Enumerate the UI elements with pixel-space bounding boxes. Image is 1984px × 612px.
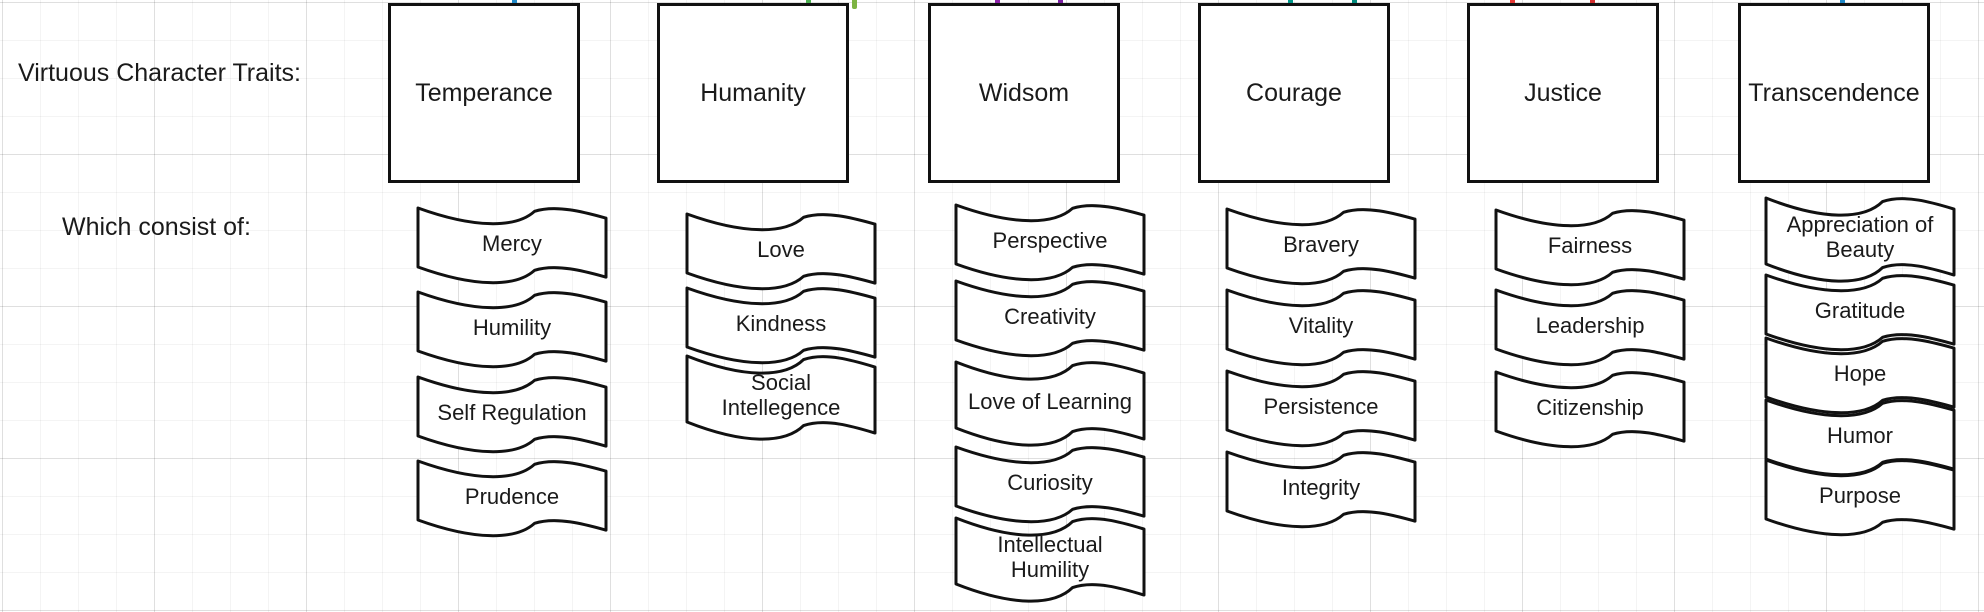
banner-shape-icon	[954, 445, 1146, 524]
virtue-box-justice[interactable]: Justice	[1467, 3, 1659, 183]
virtue-title: Humanity	[700, 79, 806, 107]
trait-banner[interactable]: Vitality	[1225, 288, 1417, 367]
trait-banner[interactable]: Prudence	[416, 459, 608, 538]
trait-banner[interactable]: Purpose	[1764, 458, 1956, 537]
banner-shape-icon	[1225, 207, 1417, 286]
row-label-0: Virtuous Character Traits:	[18, 59, 301, 87]
banner-shape-icon	[685, 354, 877, 441]
banner-shape-icon	[1764, 273, 1956, 352]
virtue-box-courage[interactable]: Courage	[1198, 3, 1390, 183]
banner-shape-icon	[416, 375, 608, 454]
banner-shape-icon	[1494, 370, 1686, 449]
virtue-title: Justice	[1524, 79, 1602, 107]
banner-shape-icon	[1494, 288, 1686, 367]
banner-shape-icon	[954, 203, 1146, 282]
banner-shape-icon	[416, 459, 608, 538]
trait-banner[interactable]: Mercy	[416, 206, 608, 285]
banner-shape-icon	[954, 516, 1146, 603]
trait-banner[interactable]: Fairness	[1494, 208, 1686, 287]
banner-shape-icon	[416, 290, 608, 369]
virtue-box-transcendence[interactable]: Transcendence	[1738, 3, 1930, 183]
virtue-title: Temperance	[415, 79, 553, 107]
banner-shape-icon	[954, 279, 1146, 358]
banner-shape-icon	[685, 212, 877, 291]
virtue-box-humanity[interactable]: Humanity	[657, 3, 849, 183]
virtue-box-temperance[interactable]: Temperance	[388, 3, 580, 183]
banner-shape-icon	[416, 206, 608, 285]
trait-banner[interactable]: Leadership	[1494, 288, 1686, 367]
row-label-1: Which consist of:	[62, 213, 251, 241]
trait-banner[interactable]: Citizenship	[1494, 370, 1686, 449]
banner-shape-icon	[954, 360, 1146, 447]
banner-shape-icon	[1225, 450, 1417, 529]
banner-shape-icon	[1764, 336, 1956, 415]
trait-banner[interactable]: Creativity	[954, 279, 1146, 358]
banner-shape-icon	[1494, 208, 1686, 287]
trait-banner[interactable]: Love of Learning	[954, 360, 1146, 447]
trait-banner[interactable]: Persistence	[1225, 369, 1417, 448]
collaborator-cursor-tick	[852, 0, 857, 9]
trait-banner[interactable]: Integrity	[1225, 450, 1417, 529]
virtue-title: Transcendence	[1748, 79, 1920, 107]
banner-shape-icon	[1225, 369, 1417, 448]
trait-banner[interactable]: Perspective	[954, 203, 1146, 282]
banner-shape-icon	[685, 286, 877, 365]
trait-banner[interactable]: Social Intellegence	[685, 354, 877, 441]
trait-banner[interactable]: Bravery	[1225, 207, 1417, 286]
banner-shape-icon	[1225, 288, 1417, 367]
trait-banner[interactable]: Intellectual Humility	[954, 516, 1146, 603]
virtue-title: Courage	[1246, 79, 1342, 107]
trait-banner[interactable]: Humility	[416, 290, 608, 369]
banner-shape-icon	[1764, 196, 1956, 283]
virtue-title: Widsom	[978, 79, 1070, 107]
virtue-box-widsom[interactable]: Widsom	[928, 3, 1120, 183]
banner-shape-icon	[1764, 458, 1956, 537]
trait-banner[interactable]: Self Regulation	[416, 375, 608, 454]
